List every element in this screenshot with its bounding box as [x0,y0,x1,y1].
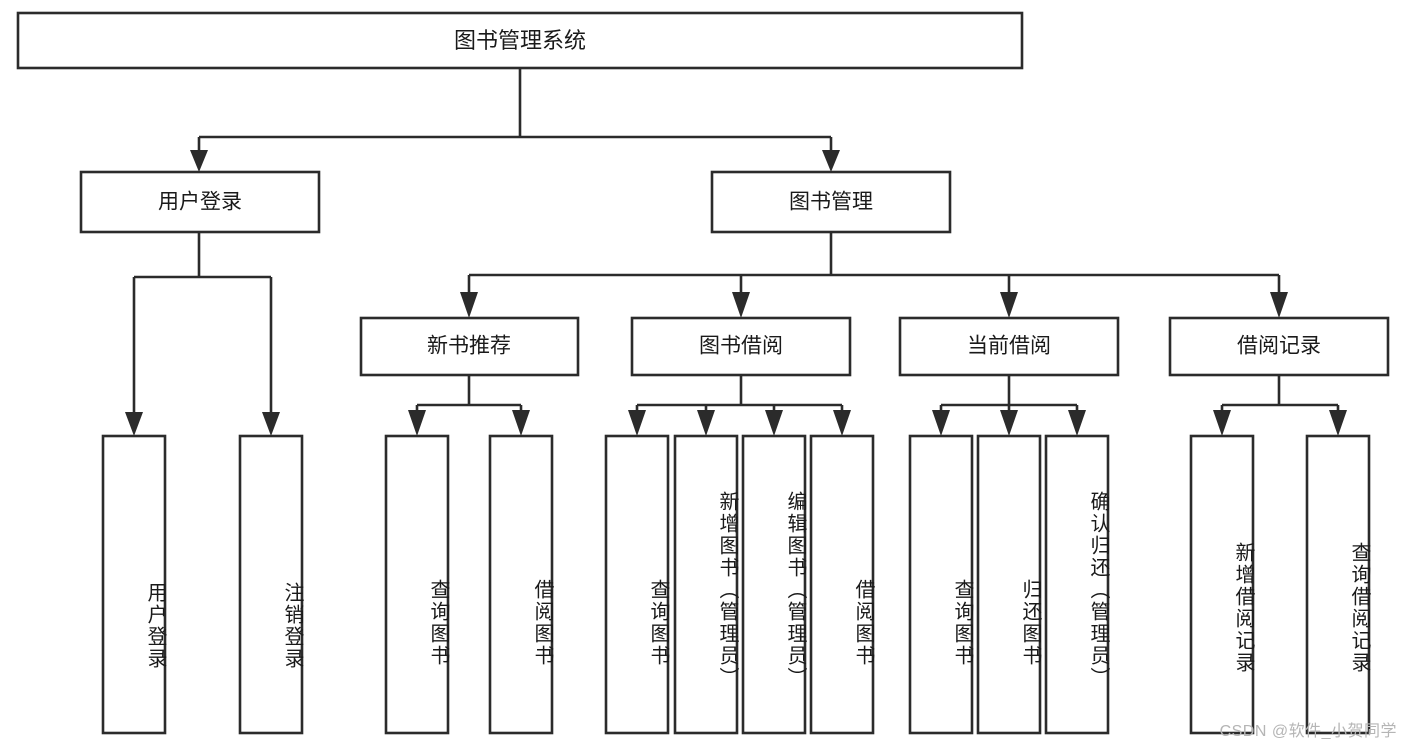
watermark-text: CSDN @软件_小贺同学 [1219,723,1397,740]
node-root-label: 图书管理系统 [454,28,586,53]
node-new-book-recommend-box[interactable] [359,316,580,377]
arrowhead-leaf-edit-book [765,410,783,436]
node-leaf-query-record-box[interactable] [1305,434,1371,735]
arrowhead-borrow-record [1270,292,1288,318]
arrowhead-current-borrow [1000,292,1018,318]
node-root-box[interactable] [16,11,1024,70]
node-user-login-box[interactable] [79,170,321,234]
node-book-borrow-box[interactable] [630,316,852,377]
node-book-manage[interactable]: 图书管理 [710,170,952,234]
arrowhead-leaf-confirm-return [1068,410,1086,436]
arrowhead-leaf-borrow-book-1 [512,410,530,436]
node-book-borrow[interactable]: 图书借阅 [630,316,852,377]
node-leaf-add-book-box[interactable] [673,434,739,735]
node-leaf-return-book-box[interactable] [976,434,1042,735]
arrowhead-leaf-return-book [1000,410,1018,436]
node-book-borrow-label: 图书借阅 [699,335,783,358]
arrowhead-user-login [190,150,208,172]
node-leaf-user-login-box[interactable] [101,434,167,735]
node-current-borrow[interactable]: 当前借阅 [898,316,1120,377]
arrowhead-leaf-user-login [125,412,143,436]
arrowhead-leaf-query-book-2 [628,410,646,436]
node-book-manage-box[interactable] [710,170,952,234]
node-book-manage-label: 图书管理 [789,191,873,214]
arrowhead-leaf-query-book-1 [408,410,426,436]
arrowhead-leaf-query-book-3 [932,410,950,436]
node-borrow-record-box[interactable] [1168,316,1390,377]
arrowhead-leaf-add-book [697,410,715,436]
arrowhead-leaf-add-record [1213,410,1231,436]
arrowhead-leaf-query-record [1329,410,1347,436]
node-leaf-add-record-box[interactable] [1189,434,1255,735]
node-current-borrow-box[interactable] [898,316,1120,377]
node-leaf-query-book-3-box[interactable] [908,434,974,735]
arrowhead-book-borrow [732,292,750,318]
node-root[interactable]: 图书管理系统 [16,11,1024,70]
node-new-book-recommend[interactable]: 新书推荐 [359,316,580,377]
node-leaf-edit-book-box[interactable] [741,434,807,735]
node-leaf-query-book-1-box[interactable] [384,434,450,735]
arrowhead-book-manage [822,150,840,172]
arrowhead-leaf-user-logout [262,412,280,436]
node-leaf-user-logout-box[interactable] [238,434,304,735]
node-leaf-query-book-2-box[interactable] [604,434,670,735]
node-current-borrow-label: 当前借阅 [967,335,1051,358]
arrowhead-new-book-recommend [460,292,478,318]
node-user-login[interactable]: 用户登录 [79,170,321,234]
node-leaf-borrow-book-2-box[interactable] [809,434,875,735]
leaf-layer [101,434,1371,735]
node-borrow-record[interactable]: 借阅记录 [1168,316,1390,377]
node-user-login-label: 用户登录 [158,191,242,214]
node-leaf-confirm-return-box[interactable] [1044,434,1110,735]
connector-layer [125,68,1347,436]
node-new-book-recommend-label: 新书推荐 [427,335,511,358]
node-leaf-borrow-book-1-box[interactable] [488,434,554,735]
node-borrow-record-label: 借阅记录 [1237,335,1321,358]
arrowhead-leaf-borrow-book-2 [833,410,851,436]
